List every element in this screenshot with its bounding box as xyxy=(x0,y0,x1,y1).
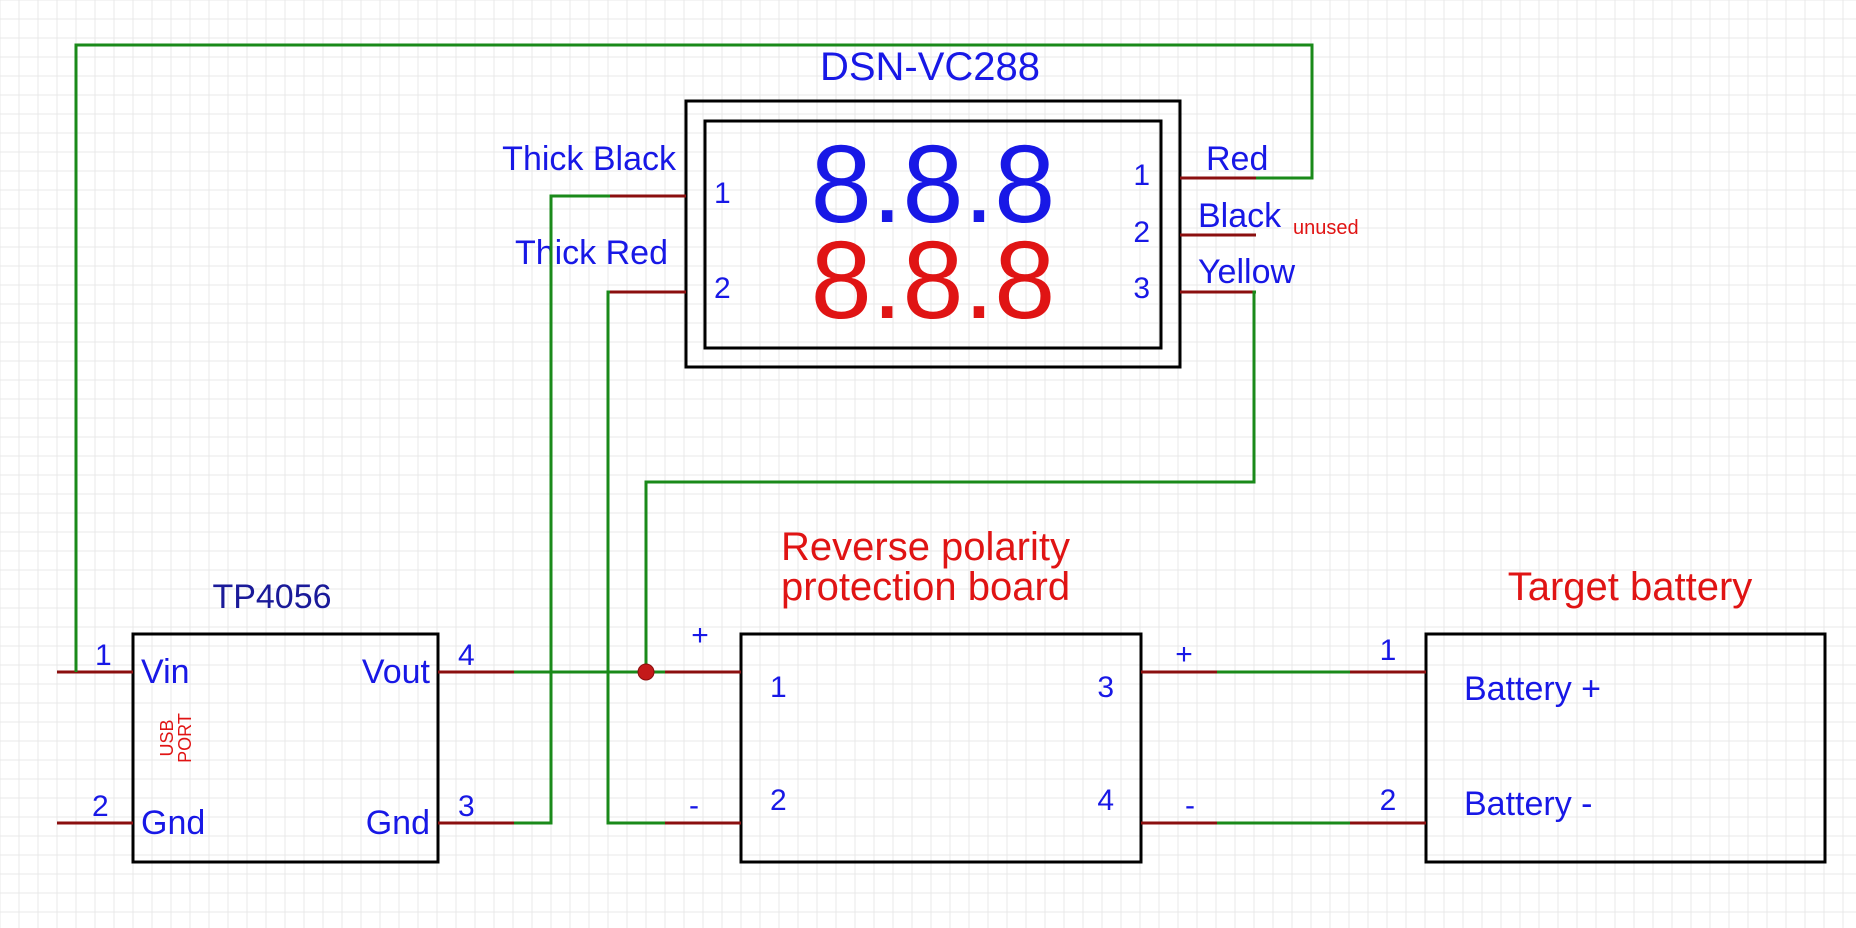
protection-pin-num: 2 xyxy=(770,784,787,817)
wire-vin-to-dsn-red[interactable] xyxy=(74,43,1314,672)
junction-dot xyxy=(637,663,655,681)
tp4056-label-vin: Vin xyxy=(141,653,190,691)
protection-title-line1: Reverse polarity xyxy=(781,525,1070,569)
tp4056-label-vout: Vout xyxy=(362,653,431,691)
dsn-vc288-module[interactable]: DSN-VC288 8.8.8 8.8.8 1 2 Thick Black Th… xyxy=(502,45,1359,369)
dsn-right-pin-num: 2 xyxy=(1133,216,1150,249)
protection-pin-num: 1 xyxy=(770,671,787,704)
dsn-label-thick-black: Thick Black xyxy=(502,140,677,178)
battery-pin-num: 1 xyxy=(1380,634,1397,667)
protection-board[interactable]: Reverse polarity protection board 1 2 3 … xyxy=(665,525,1217,864)
wire-dsn-yellow-to-junction[interactable] xyxy=(644,290,1256,672)
tp4056-module[interactable]: TP4056 1 2 4 3 Vin Gnd Vout Gnd USB PORT xyxy=(57,578,514,864)
tp4056-label-gnd-out: Gnd xyxy=(366,804,430,842)
tp4056-label-gnd-in: Gnd xyxy=(141,804,205,842)
protection-sign-minus-out: - xyxy=(1185,789,1195,822)
dsn-label-black: Black xyxy=(1198,197,1282,235)
wire-dsn-thick-red-to-protection-minus[interactable] xyxy=(606,290,665,825)
battery-pin-num: 2 xyxy=(1380,784,1397,817)
usb-label-line2: PORT xyxy=(175,713,195,763)
usb-label-line1: USB xyxy=(157,719,177,756)
dsn-current-digits: 8.8.8 xyxy=(811,219,1056,342)
battery-label-minus: Battery - xyxy=(1464,785,1592,823)
dsn-title: DSN-VC288 xyxy=(820,45,1040,89)
tp4056-pin-num: 4 xyxy=(458,639,475,672)
dsn-inner-box xyxy=(703,119,1163,350)
tp4056-pin-num: 1 xyxy=(95,639,112,672)
dsn-right-pin-num: 3 xyxy=(1133,272,1150,305)
dsn-label-yellow: Yellow xyxy=(1198,253,1295,291)
protection-pin-num: 4 xyxy=(1097,784,1114,817)
protection-pin-num: 3 xyxy=(1097,671,1114,704)
protection-sign-plus-in: + xyxy=(691,619,709,652)
battery-title: Target battery xyxy=(1508,565,1753,609)
dsn-label-thick-red: Thick Red xyxy=(515,234,668,272)
battery-box xyxy=(1424,632,1827,864)
protection-title-line2: protection board xyxy=(781,565,1070,609)
wires xyxy=(74,43,1350,825)
tp4056-box xyxy=(131,632,440,864)
tp4056-title: TP4056 xyxy=(212,578,331,616)
dsn-left-pin-num: 1 xyxy=(714,177,731,210)
protection-sign-plus-out: + xyxy=(1175,638,1193,671)
target-battery[interactable]: Target battery 1 2 Battery + Battery - xyxy=(1350,565,1827,864)
dsn-left-pin-num: 2 xyxy=(714,272,731,305)
battery-label-plus: Battery + xyxy=(1464,670,1601,708)
dsn-right-pin-num: 1 xyxy=(1133,159,1150,192)
protection-sign-minus-in: - xyxy=(689,789,699,822)
protection-box xyxy=(739,632,1143,864)
tp4056-pin-num: 3 xyxy=(458,790,475,823)
tp4056-pin-num: 2 xyxy=(92,790,109,823)
dsn-label-red: Red xyxy=(1206,140,1268,178)
dsn-label-unused-note: unused xyxy=(1293,217,1359,239)
dsn-voltage-digits: 8.8.8 xyxy=(811,123,1056,246)
wire-gnd-to-dsn-thick-black[interactable] xyxy=(514,194,610,825)
tp4056-usb-port-label: USB PORT xyxy=(157,713,195,763)
